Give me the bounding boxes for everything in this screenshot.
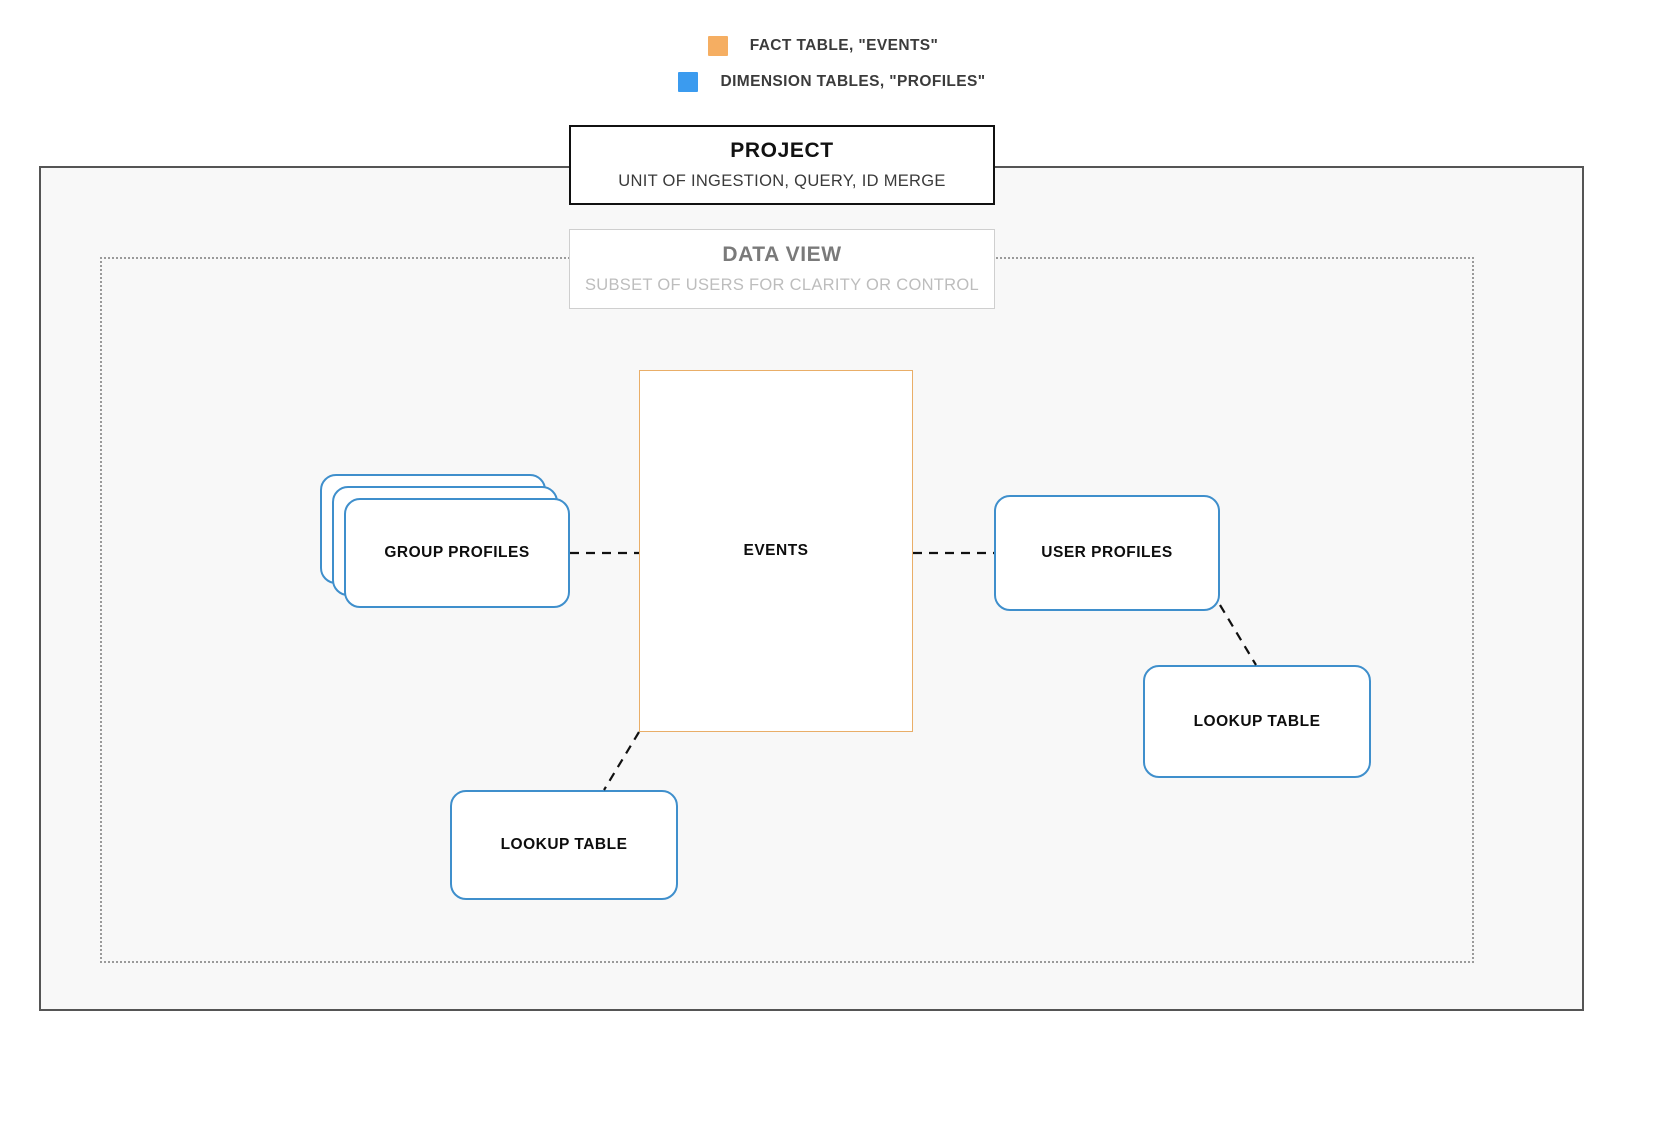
legend-label-fact-table: FACT TABLE, "EVENTS" xyxy=(749,37,939,54)
group-profiles-sheet-front[interactable]: GROUP PROFILES xyxy=(344,498,570,608)
legend-item-dimension-tables: DIMENSION TABLES, "PROFILES" xyxy=(0,64,1664,100)
dimension-tables-swatch xyxy=(678,72,699,92)
fact-table-swatch xyxy=(707,36,728,56)
node-group-profiles-label: GROUP PROFILES xyxy=(384,544,530,561)
node-user-profiles[interactable]: USER PROFILES xyxy=(994,495,1220,611)
node-group-profiles[interactable]: GROUP PROFILES xyxy=(320,474,570,608)
data-view-subtitle: SUBSET OF USERS FOR CLARITY OR CONTROL xyxy=(584,275,980,294)
node-lookup-table-left[interactable]: LOOKUP TABLE xyxy=(450,790,678,900)
legend-label-dimension-tables: DIMENSION TABLES, "PROFILES" xyxy=(720,73,986,90)
project-card[interactable]: PROJECT UNIT OF INGESTION, QUERY, ID MER… xyxy=(569,125,995,205)
node-lookup-table-right[interactable]: LOOKUP TABLE xyxy=(1143,665,1371,778)
legend: FACT TABLE, "EVENTS" DIMENSION TABLES, "… xyxy=(0,28,1664,100)
node-lookup-table-left-label: LOOKUP TABLE xyxy=(500,836,628,853)
data-view-title: DATA VIEW xyxy=(722,242,842,266)
project-title: PROJECT xyxy=(730,138,834,162)
project-subtitle: UNIT OF INGESTION, QUERY, ID MERGE xyxy=(618,171,946,190)
node-user-profiles-label: USER PROFILES xyxy=(1041,544,1173,561)
node-lookup-table-right-label: LOOKUP TABLE xyxy=(1193,712,1321,730)
legend-item-fact-table: FACT TABLE, "EVENTS" xyxy=(0,28,1664,64)
node-events[interactable]: EVENTS xyxy=(639,370,913,732)
data-view-card[interactable]: DATA VIEW SUBSET OF USERS FOR CLARITY OR… xyxy=(569,229,995,309)
node-events-label: EVENTS xyxy=(743,542,809,559)
